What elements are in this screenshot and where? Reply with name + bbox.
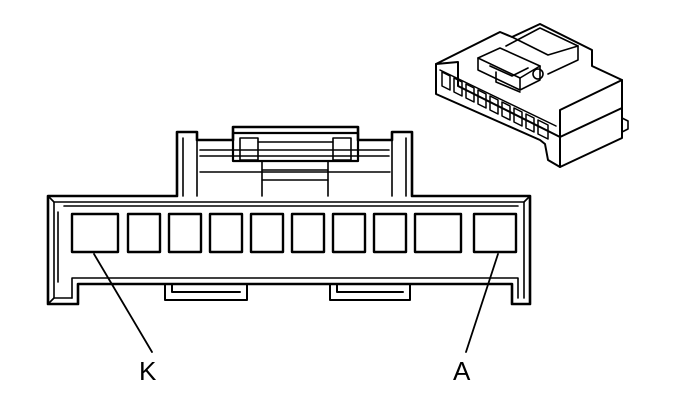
cavity (167, 212, 203, 254)
connector-body-outline (46, 125, 532, 306)
iso-front-face (435, 61, 561, 168)
cavity (290, 212, 326, 254)
body-inner-edges (47, 195, 531, 305)
leader-lines (93, 253, 499, 353)
iso-latch (477, 27, 579, 93)
connector-face-view (46, 125, 532, 353)
cavity (126, 212, 162, 254)
iso-top-face (435, 23, 623, 138)
cavity (208, 212, 244, 254)
leader-line-a (465, 253, 499, 353)
leader-line-k (93, 253, 153, 353)
cavity (249, 212, 285, 254)
iso-cavities (439, 69, 557, 140)
cavity (372, 212, 408, 254)
cavity-k (70, 212, 120, 254)
cavity (331, 212, 367, 254)
label-k: K (139, 356, 157, 386)
bottom-tabs (164, 283, 411, 301)
label-a: A (453, 356, 471, 386)
iso-right-face (559, 79, 623, 168)
tower-inner-edges (182, 137, 407, 197)
latch (199, 131, 391, 197)
connector-isometric-view (435, 23, 629, 168)
cavity-a (472, 212, 518, 254)
cavity (413, 212, 463, 254)
terminal-cavities (70, 212, 518, 254)
